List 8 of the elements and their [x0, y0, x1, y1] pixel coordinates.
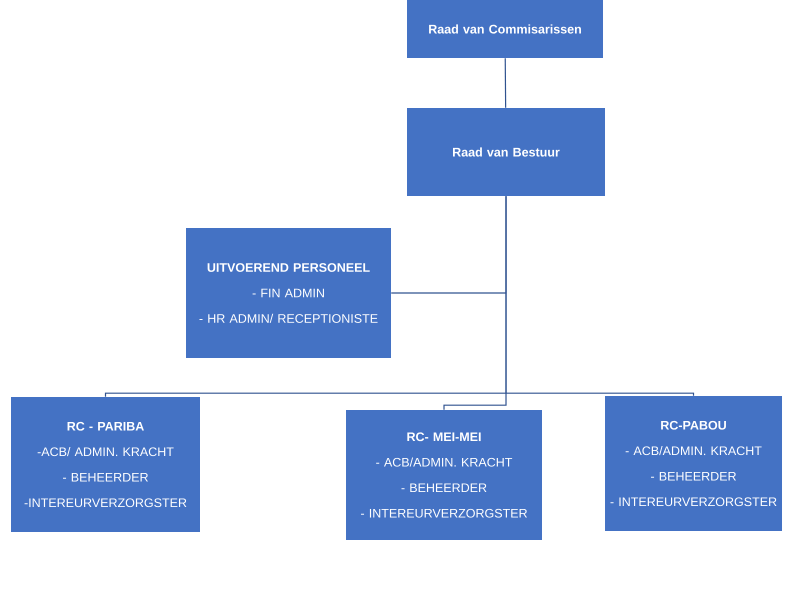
org-box: RC-PABOU - ACB/ADMIN. KRACHT - BEHEERDER - INTEREURVERZORGSTER	[605, 396, 782, 531]
org-box: UITVOEREND PERSONEEL - FIN ADMIN - HR ADMIN/ RECEPTIONISTE	[186, 228, 391, 358]
org-box: Raad van Commisarissen	[407, 0, 603, 58]
connector-line	[505, 196, 694, 396]
org-box: Raad van Bestuur	[407, 108, 605, 196]
org-box: RC - PARIBA -ACB/ ADMIN. KRACHT - BEHEERDER -INTEREURVERZORGSTER	[11, 397, 200, 532]
connector-line	[504, 58, 506, 108]
org-box: RC- MEI-MEI - ACB/ADMIN. KRACHT - BEHEERDER - INTEREURVERZORGSTER	[346, 410, 542, 540]
